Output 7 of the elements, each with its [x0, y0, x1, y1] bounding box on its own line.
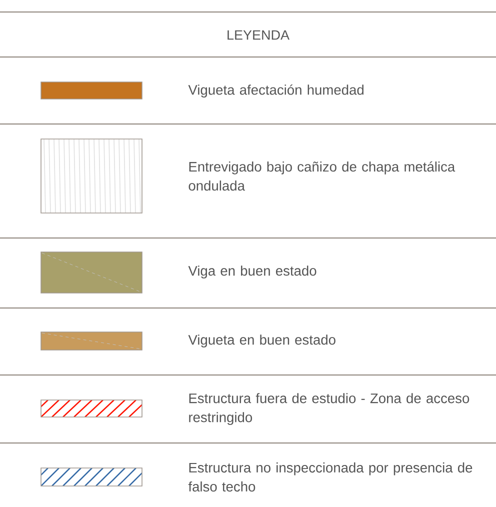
- legend-title: LEYENDA: [228, 30, 290, 40]
- legend-text: Vigueta en buen estado: [188, 334, 336, 348]
- legend-text: Estructura fuera de estudio - Zona de acceso restringido: [189, 393, 470, 425]
- legend-text: Estructura no inspeccionada por presencia de falso techo: [188, 462, 472, 492]
- legend-text: Entrevigado bajo cañizo de chapa metálica ondulada: [188, 161, 456, 191]
- legend-text: Viga en buen estado: [188, 266, 316, 278]
- legend-text: Vigueta afectación humedad: [188, 84, 364, 98]
